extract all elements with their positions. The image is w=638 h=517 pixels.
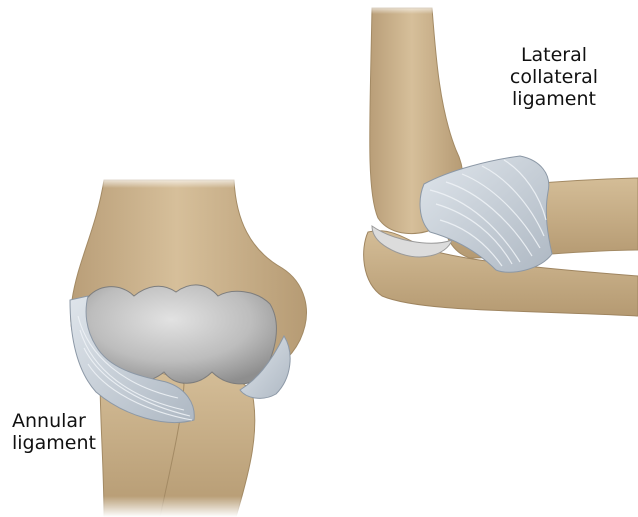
anterior-view-elbow bbox=[70, 176, 306, 517]
label-line: ligament bbox=[498, 88, 610, 110]
label-line: ligament bbox=[12, 432, 96, 454]
label-line: Lateral bbox=[498, 44, 610, 66]
label-line: collateral bbox=[498, 66, 610, 88]
lateral-collateral-ligament-label: Lateral collateral ligament bbox=[498, 44, 610, 110]
annular-ligament-label: Annular ligament bbox=[12, 410, 96, 454]
label-line: Annular bbox=[12, 410, 96, 432]
